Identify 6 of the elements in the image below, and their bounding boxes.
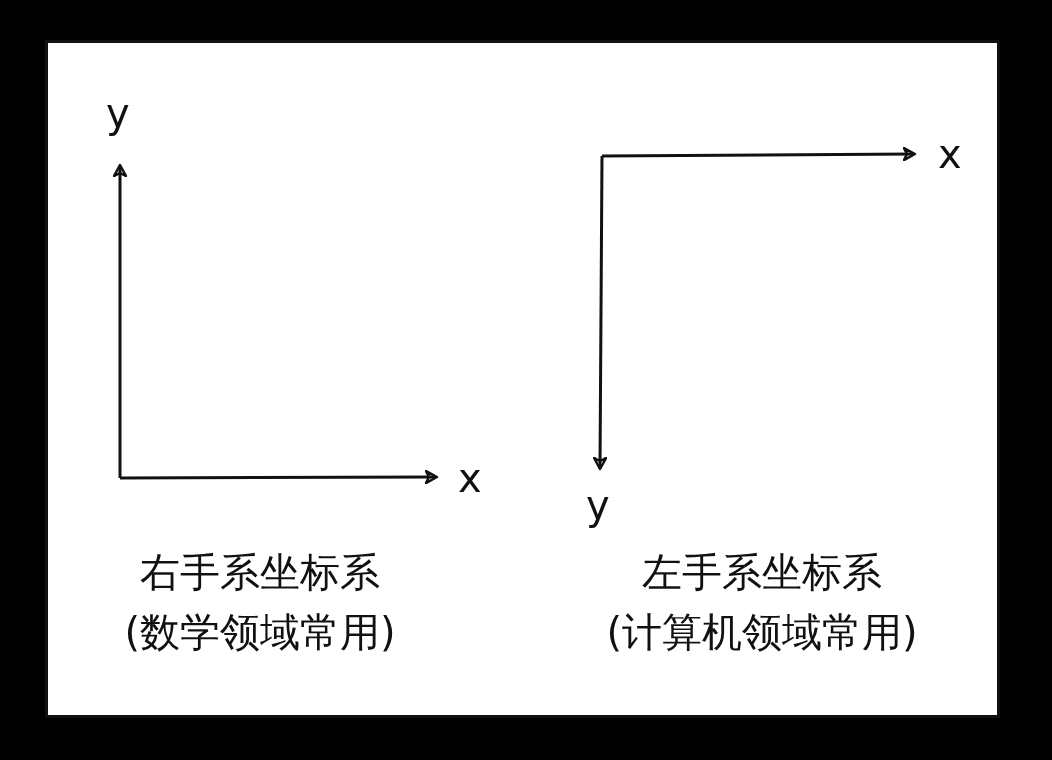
axis-label: x <box>458 458 482 498</box>
caption-text: (计算机领域常用) <box>606 612 918 652</box>
caption-text: 左手系坐标系 <box>642 552 882 592</box>
caption-text: (数学领域常用) <box>124 612 396 652</box>
caption-text: 右手系坐标系 <box>140 552 380 592</box>
axis-label: x <box>938 134 962 174</box>
